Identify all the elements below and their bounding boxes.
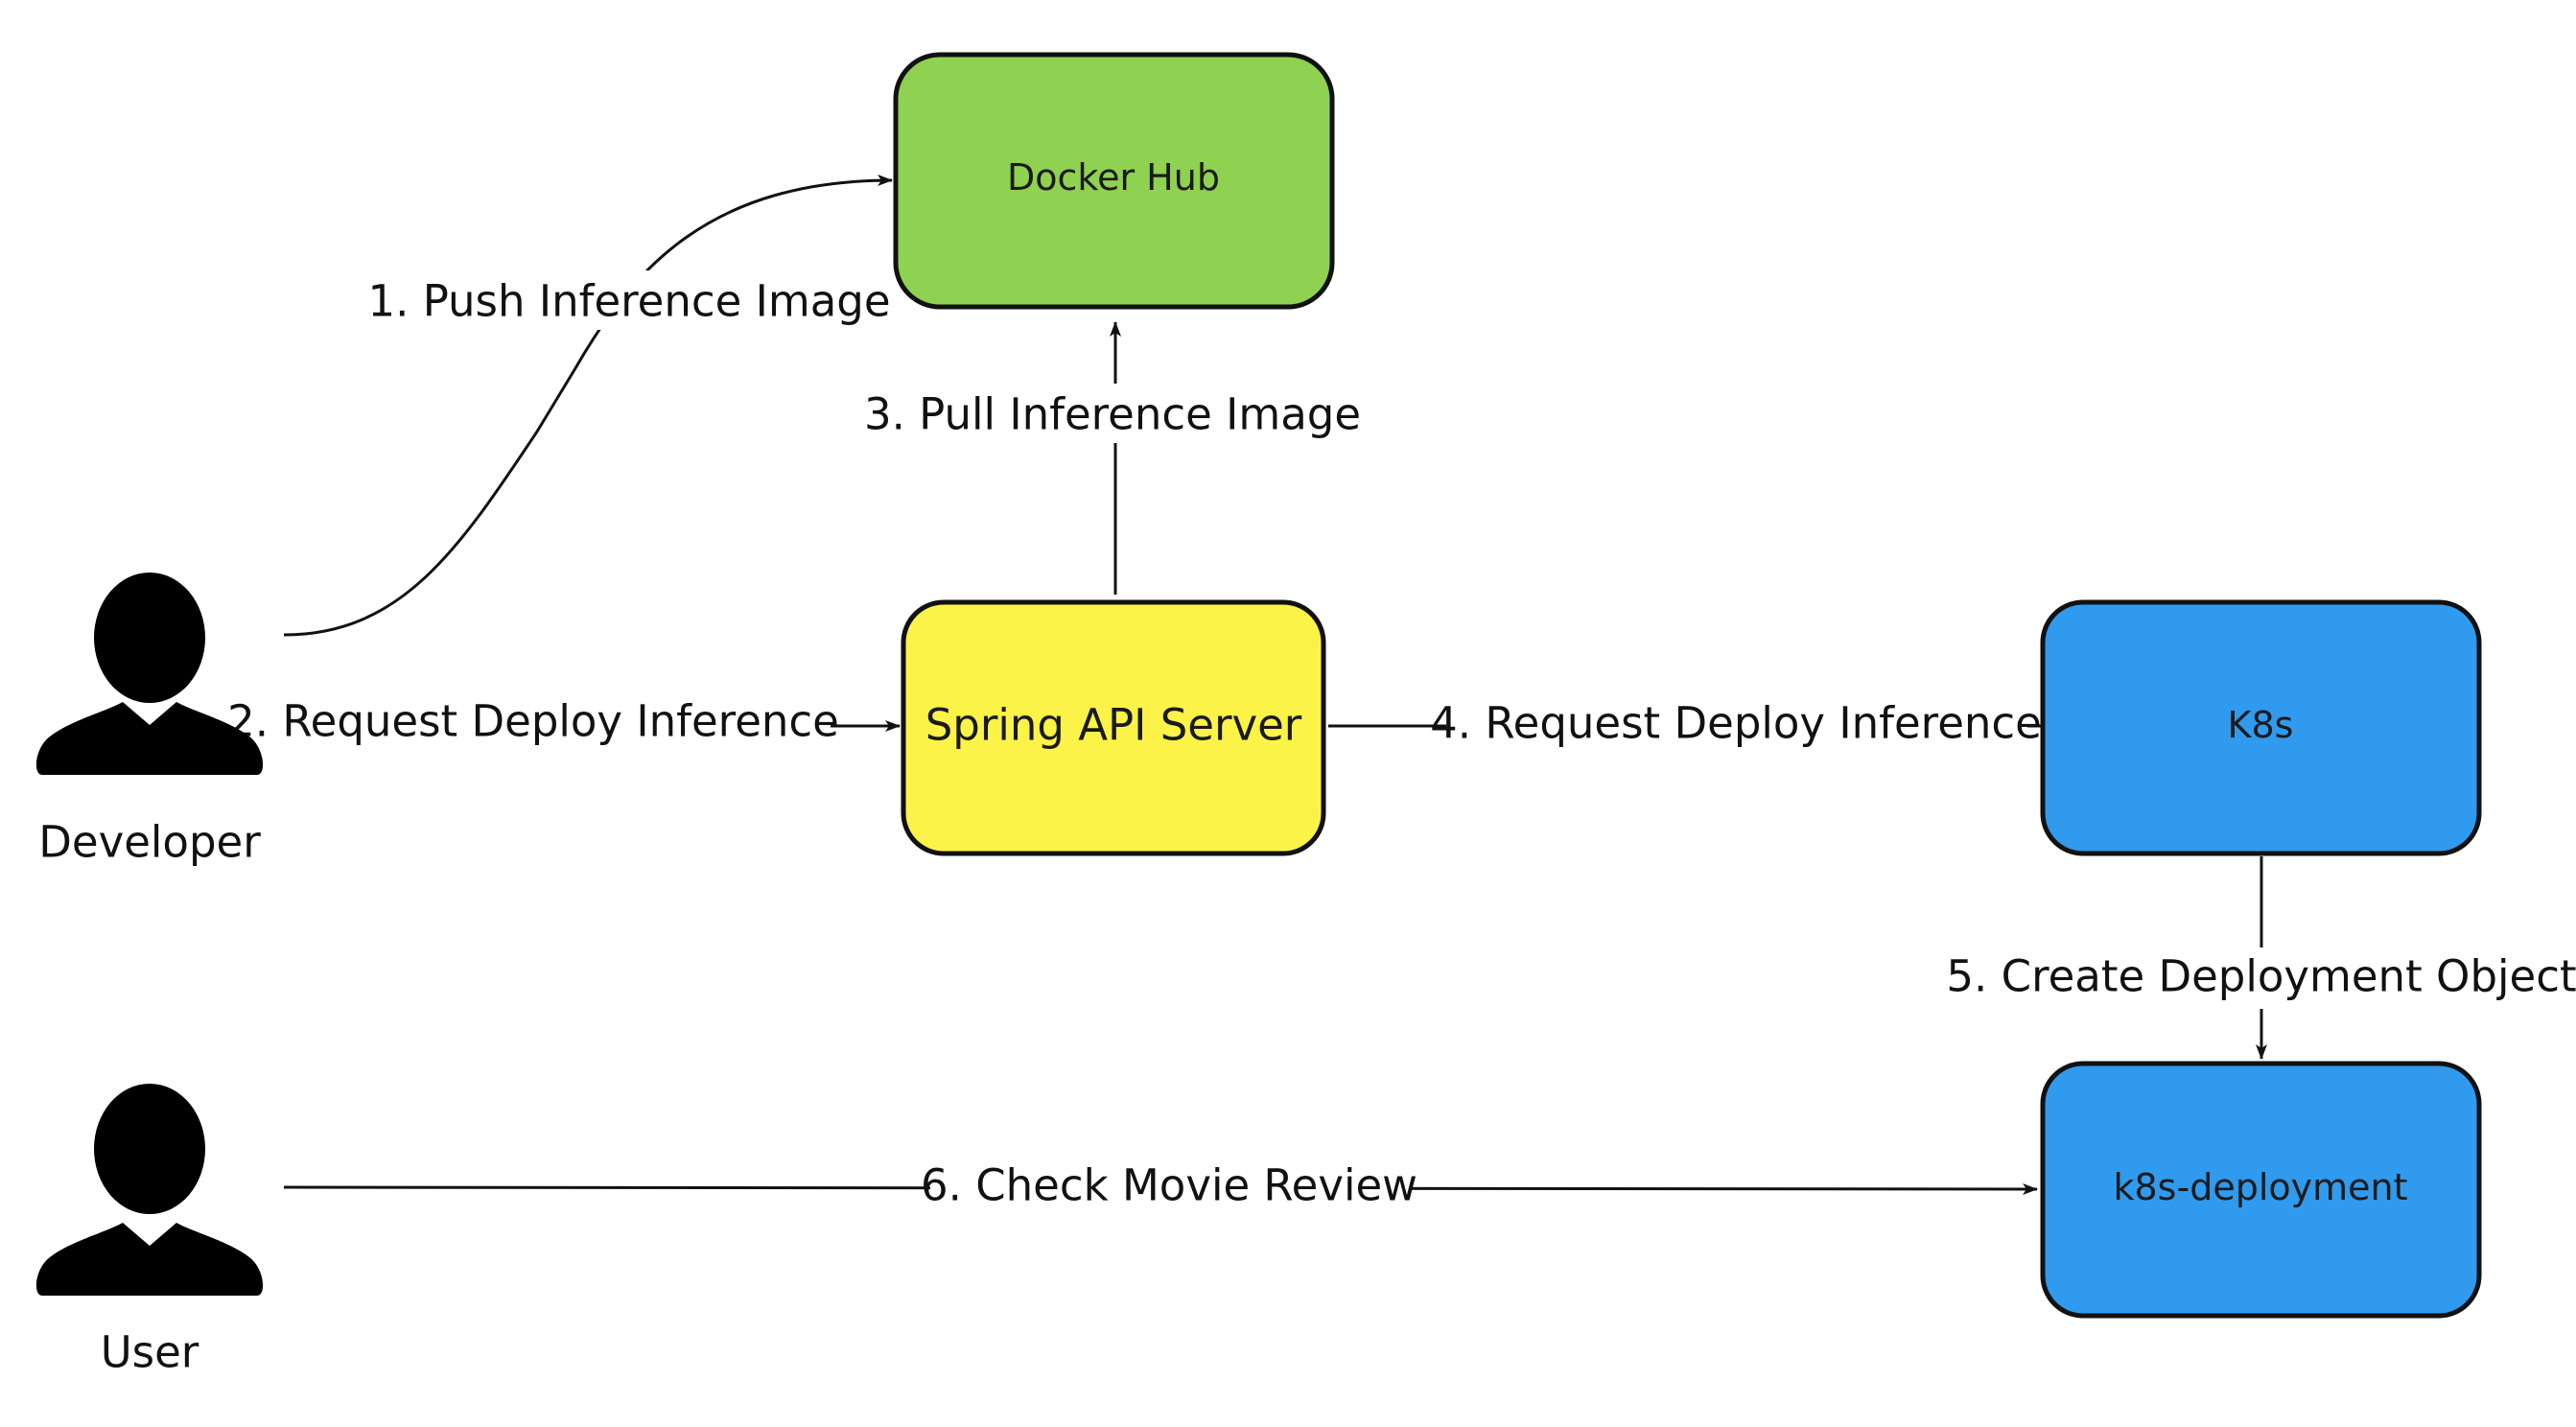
edge-push-image-label-bg (382, 270, 871, 330)
node-k8s-box (2040, 599, 2482, 856)
edge-pull-image-label-bg (875, 384, 1356, 443)
edge-create-deployment: 5. Create Deployment Object (1946, 856, 2576, 1060)
edge-push-image-label: 1. Push Inference Image (367, 276, 890, 327)
edge-request-deploy-spring: 2. Request Deploy Inference (227, 696, 901, 747)
node-k8s-deployment-box (2040, 1061, 2482, 1319)
actor-user-label: User (101, 1327, 199, 1378)
node-k8s-deployment: k8s-deployment (2040, 1061, 2482, 1319)
node-docker-hub-box (893, 52, 1335, 310)
node-docker-hub: Docker Hub (893, 52, 1335, 310)
edge-pull-image-label: 3. Pull Inference Image (864, 389, 1361, 440)
edge-create-deployment-label-bg (1966, 947, 2561, 1009)
user-person-icon (35, 1084, 264, 1296)
node-k8s-deployment-label: k8s-deployment (2114, 1166, 2408, 1208)
node-docker-hub-label: Docker Hub (1007, 156, 1220, 199)
actor-user: User (35, 1084, 264, 1378)
developer-person-icon (35, 573, 264, 775)
edge-push-image-line (283, 175, 893, 637)
edge-request-deploy-k8s-label-bg (1446, 692, 2027, 760)
edge-check-review: 6. Check Movie Review (283, 1157, 2038, 1218)
node-spring-api-server-box (901, 599, 1326, 856)
actor-developer-label: Developer (38, 817, 261, 868)
edge-request-deploy-k8s: 4. Request Deploy Inference (1328, 692, 2042, 760)
edge-check-review-label-bg (930, 1157, 1410, 1218)
node-k8s-label: K8s (2228, 704, 2294, 746)
node-k8s: K8s (2040, 599, 2482, 856)
node-spring-api-server: Spring API Server (901, 599, 1326, 856)
actor-developer: Developer (35, 573, 264, 868)
node-spring-api-server-label: Spring API Server (925, 700, 1302, 751)
edge-pull-image: 3. Pull Inference Image (864, 321, 1361, 595)
edge-request-deploy-k8s-label: 4. Request Deploy Inference (1430, 698, 2042, 749)
edge-create-deployment-label: 5. Create Deployment Object (1946, 951, 2576, 1002)
edge-check-review-label: 6. Check Movie Review (921, 1160, 1417, 1211)
edge-push-image: 1. Push Inference Image (283, 175, 893, 637)
edge-request-deploy-spring-label: 2. Request Deploy Inference (227, 696, 839, 747)
